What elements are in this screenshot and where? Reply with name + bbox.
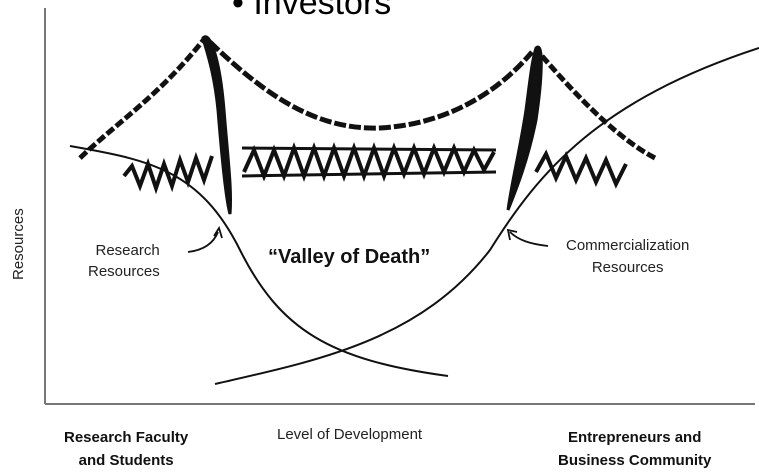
- x-axis-right-line2: Business Community: [558, 452, 712, 469]
- x-axis-left-label: Research Faculty and Students: [64, 426, 188, 472]
- commercial-pointer-arrowhead: [506, 228, 518, 241]
- research-pointer-arrowhead: [213, 225, 223, 239]
- research-label-line2: Resources: [88, 263, 160, 280]
- center-deck-bottom-rail: [241, 170, 497, 178]
- y-axis-label: Resources: [10, 208, 27, 280]
- header-bullet-text: • Investors: [232, 0, 392, 22]
- left-bridge-tower: [201, 35, 233, 215]
- research-label-line1: Research: [95, 242, 160, 259]
- right-deck: [534, 149, 628, 189]
- research-pointer-arrow: [187, 231, 219, 253]
- center-deck: [242, 142, 496, 182]
- commercial-pointer-arrow: [509, 231, 549, 247]
- x-axis-left-line1: Research Faculty: [64, 429, 189, 446]
- left-deck: [122, 151, 214, 195]
- x-axis-right-label: Entrepreneurs and Business Community: [558, 426, 711, 472]
- x-axis-right-line1: Entrepreneurs and: [568, 429, 702, 446]
- commercialization-resources-curve: [214, 47, 759, 385]
- center-deck-top-rail: [241, 146, 497, 152]
- main-cable: [208, 40, 534, 131]
- x-axis-title: Level of Development: [277, 426, 423, 443]
- research-resources-label: Research Resources: [88, 240, 160, 282]
- commercialization-resources-label: Commercialization Resources: [566, 235, 689, 279]
- right-outer-cable: [540, 54, 657, 161]
- commercial-label-line1: Commercialization: [566, 237, 690, 254]
- research-resources-curve: [69, 145, 449, 377]
- x-axis-left-line2: and Students: [78, 452, 174, 469]
- right-bridge-tower: [506, 45, 543, 211]
- left-outer-cable: [78, 36, 207, 160]
- valley-of-death-label: “Valley of Death”: [268, 246, 431, 268]
- commercial-label-line2: Resources: [591, 259, 664, 276]
